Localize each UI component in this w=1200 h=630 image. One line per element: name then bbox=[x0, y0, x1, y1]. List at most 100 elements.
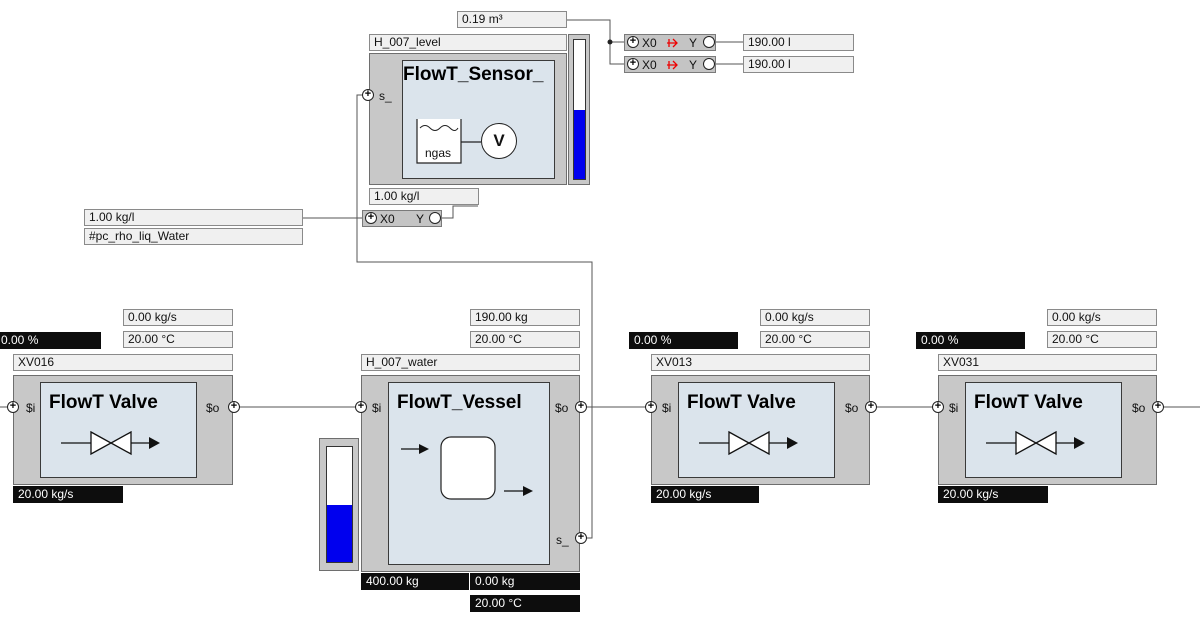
converter-top-2[interactable]: X0 Y bbox=[624, 56, 716, 73]
vessel-port-out-label: $o bbox=[555, 401, 569, 415]
sensor-inner: FlowT_Sensor_ ngas V bbox=[402, 60, 555, 179]
sensor-level-value[interactable]: 0.19 m³ bbox=[457, 11, 567, 28]
vessel-title: FlowT_Vessel bbox=[397, 392, 522, 413]
density-converter-port-y[interactable] bbox=[429, 212, 441, 224]
xv016-name[interactable]: XV016 bbox=[13, 354, 233, 371]
converter-top-2-y-label: Y bbox=[689, 58, 698, 72]
converter-top-2-output[interactable]: 190.00 l bbox=[743, 56, 854, 73]
sensor-name[interactable]: H_007_level bbox=[369, 34, 567, 51]
gauge-symbol: V bbox=[493, 131, 505, 150]
xv016-port-out-label: $o bbox=[206, 401, 220, 415]
vessel-temperature[interactable]: 20.00 °C bbox=[470, 331, 580, 348]
wire-level-to-converters bbox=[567, 19, 624, 43]
sensor-port-s[interactable] bbox=[362, 89, 374, 101]
vessel-port-in-label: $i bbox=[372, 401, 382, 415]
xv031-port-out[interactable] bbox=[1152, 401, 1164, 413]
xv031-name[interactable]: XV031 bbox=[938, 354, 1157, 371]
vessel-tank-icon bbox=[401, 436, 533, 500]
xv016-opening[interactable]: 0.00 % bbox=[0, 332, 101, 349]
gauge-icon: V bbox=[481, 123, 517, 159]
converter-top-1-port-y[interactable] bbox=[703, 36, 715, 48]
vessel-capacity[interactable]: 400.00 kg bbox=[361, 573, 469, 590]
sensor-port-s-label: s_ bbox=[379, 89, 392, 103]
converter-top-1-port-x[interactable] bbox=[627, 36, 639, 48]
vessel-out-temperature[interactable]: 20.00 °C bbox=[470, 595, 580, 612]
vessel-port-sensor-label: s_ bbox=[556, 533, 569, 547]
xv013-title: FlowT Valve bbox=[687, 392, 796, 413]
converter-top-2-x-label: X0 bbox=[642, 58, 657, 72]
xv013-name[interactable]: XV013 bbox=[651, 354, 870, 371]
vessel-inner: FlowT_Vessel bbox=[388, 382, 550, 565]
xv013-inner: FlowT Valve bbox=[678, 382, 835, 478]
xv031-temperature[interactable]: 20.00 °C bbox=[1047, 331, 1157, 348]
xv013-port-in[interactable] bbox=[645, 401, 657, 413]
sensor-tank-icon bbox=[416, 119, 481, 164]
sensor-density-value[interactable]: 1.00 kg/l bbox=[369, 188, 479, 205]
vessel-block[interactable]: FlowT_Vessel $i $o s_ bbox=[361, 375, 580, 572]
valve-icon bbox=[61, 430, 160, 456]
xv031-inner: FlowT Valve bbox=[965, 382, 1122, 478]
density-input-value[interactable]: 1.00 kg/l bbox=[84, 209, 303, 226]
xv031-port-in-label: $i bbox=[949, 401, 959, 415]
xv031-mass-flow[interactable]: 20.00 kg/s bbox=[938, 486, 1048, 503]
sensor-level-bar bbox=[568, 34, 590, 185]
xv013-flow[interactable]: 0.00 kg/s bbox=[760, 309, 870, 326]
xv013-mass-flow[interactable]: 20.00 kg/s bbox=[651, 486, 759, 503]
xv016-title: FlowT Valve bbox=[49, 392, 158, 413]
density-converter[interactable]: X0 Y bbox=[362, 210, 442, 227]
density-input-tag[interactable]: #pc_rho_liq_Water bbox=[84, 228, 303, 245]
converter-top-1[interactable]: X0 Y bbox=[624, 34, 716, 51]
wire-level-to-converter-2 bbox=[609, 42, 624, 65]
converter-top-2-port-y[interactable] bbox=[703, 58, 715, 70]
xv016-block[interactable]: FlowT Valve $i $o bbox=[13, 375, 233, 485]
converter-top-2-port-x[interactable] bbox=[627, 58, 639, 70]
sensor-icon-label: ngas bbox=[425, 146, 452, 160]
wire-converter-to-density bbox=[442, 205, 478, 219]
vessel-level-tank bbox=[326, 446, 353, 563]
valve-icon bbox=[699, 430, 798, 456]
xv031-block[interactable]: FlowT Valve $i $o bbox=[938, 375, 1157, 485]
xv016-mass-flow[interactable]: 20.00 kg/s bbox=[13, 486, 123, 503]
sensor-level-fill bbox=[574, 109, 585, 179]
vessel-mass[interactable]: 190.00 kg bbox=[470, 309, 580, 326]
vessel-level-bar bbox=[319, 438, 359, 571]
converter-top-1-output[interactable]: 190.00 l bbox=[743, 34, 854, 51]
converter-top-2-arrow-icon bbox=[667, 60, 678, 70]
vessel-port-in[interactable] bbox=[355, 401, 367, 413]
xv031-opening[interactable]: 0.00 % bbox=[916, 332, 1025, 349]
sensor-title: FlowT_Sensor_ bbox=[403, 64, 544, 85]
valve-icon bbox=[986, 430, 1085, 456]
wire-junction bbox=[607, 39, 613, 45]
xv031-flow[interactable]: 0.00 kg/s bbox=[1047, 309, 1157, 326]
xv013-port-out-label: $o bbox=[845, 401, 859, 415]
xv013-opening[interactable]: 0.00 % bbox=[629, 332, 738, 349]
xv031-port-out-label: $o bbox=[1132, 401, 1146, 415]
sensor-level-tank bbox=[573, 39, 586, 180]
xv016-port-out[interactable] bbox=[228, 401, 240, 413]
wire-sensor-to-vessel bbox=[356, 94, 593, 539]
xv013-port-in-label: $i bbox=[662, 401, 672, 415]
vessel-port-sensor[interactable] bbox=[575, 532, 587, 544]
xv013-port-out[interactable] bbox=[865, 401, 877, 413]
converter-top-1-arrow-icon bbox=[667, 38, 678, 48]
xv031-port-in[interactable] bbox=[932, 401, 944, 413]
xv016-inner: FlowT Valve bbox=[40, 382, 197, 478]
density-converter-y-label: Y bbox=[416, 212, 425, 226]
xv031-title: FlowT Valve bbox=[974, 392, 1083, 413]
xv013-block[interactable]: FlowT Valve $i $o bbox=[651, 375, 870, 485]
vessel-name[interactable]: H_007_water bbox=[361, 354, 580, 371]
xv016-temperature[interactable]: 20.00 °C bbox=[123, 331, 233, 348]
xv013-temperature[interactable]: 20.00 °C bbox=[760, 331, 870, 348]
xv016-port-in[interactable] bbox=[7, 401, 19, 413]
xv016-flow[interactable]: 0.00 kg/s bbox=[123, 309, 233, 326]
converter-top-1-y-label: Y bbox=[689, 36, 698, 50]
density-converter-x-label: X0 bbox=[380, 212, 395, 226]
converter-top-1-x-label: X0 bbox=[642, 36, 657, 50]
xv016-port-in-label: $i bbox=[26, 401, 36, 415]
sensor-block[interactable]: FlowT_Sensor_ ngas V bbox=[369, 53, 567, 185]
density-converter-port-x[interactable] bbox=[365, 212, 377, 224]
vessel-port-out[interactable] bbox=[575, 401, 587, 413]
vessel-out-mass[interactable]: 0.00 kg bbox=[470, 573, 580, 590]
vessel-level-fill bbox=[327, 504, 352, 562]
